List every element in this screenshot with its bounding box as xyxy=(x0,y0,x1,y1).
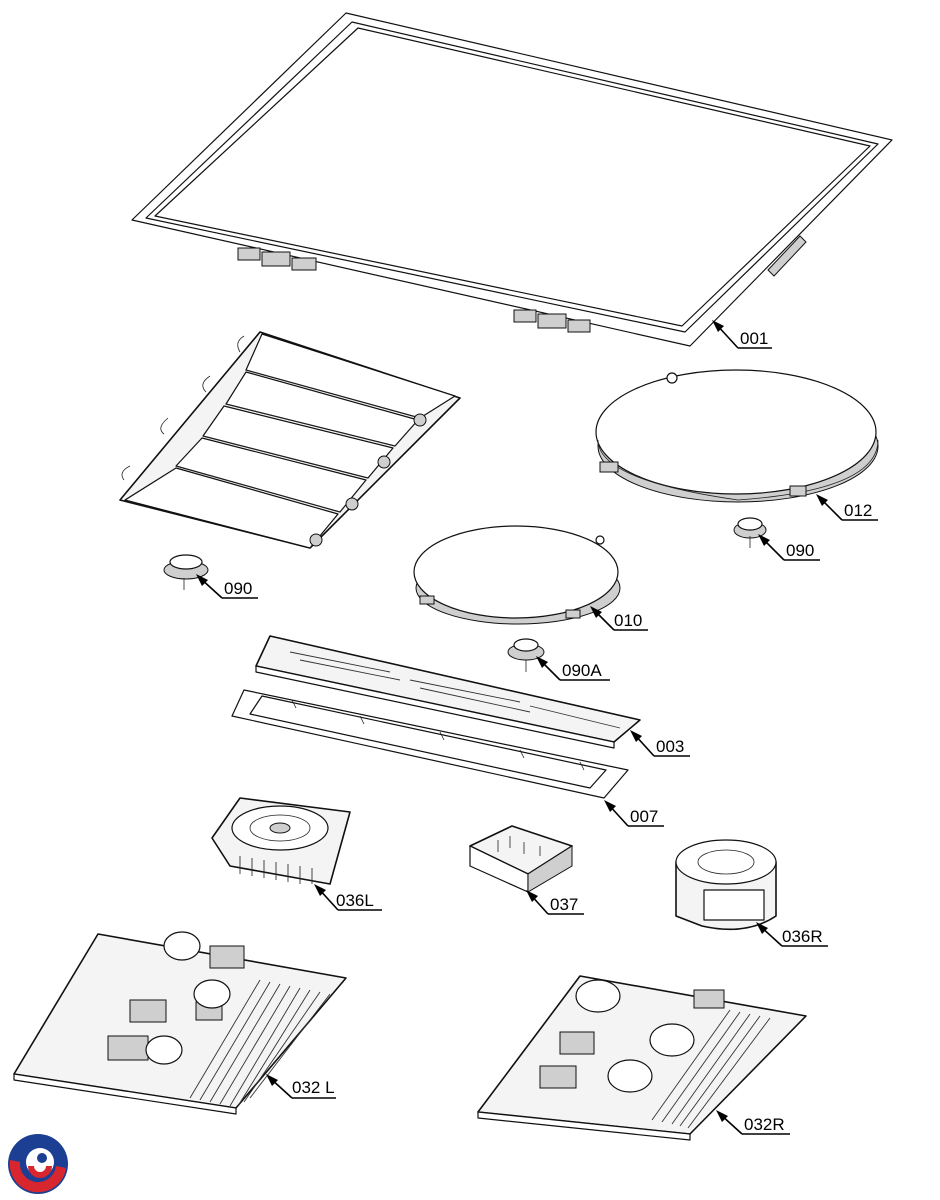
callout-032L: 032 L xyxy=(266,1074,336,1099)
glass-frame-part xyxy=(131,12,893,347)
large-coil-part xyxy=(595,369,879,503)
callout-010: 010 xyxy=(590,606,648,631)
medium-coil-part xyxy=(413,525,621,625)
right-fan-part xyxy=(675,839,777,931)
board-frame-part xyxy=(231,689,629,799)
callout-032R: 032R xyxy=(716,1110,790,1135)
brand-logo xyxy=(8,1134,68,1194)
label-090-left: 090 xyxy=(224,579,252,598)
label-003: 003 xyxy=(656,737,684,756)
label-032R: 032R xyxy=(744,1115,785,1134)
label-036L: 036L xyxy=(336,891,374,910)
label-036R: 036R xyxy=(782,927,823,946)
callout-012: 012 xyxy=(816,494,878,521)
center-sensor-part xyxy=(507,638,545,672)
label-012: 012 xyxy=(844,501,872,520)
callout-036R: 036R xyxy=(756,922,828,947)
callout-001: 001 xyxy=(712,320,772,349)
left-fan-part xyxy=(211,797,351,885)
callout-090-left: 090 xyxy=(196,574,258,599)
label-090A: 090A xyxy=(562,661,602,680)
right-pcb-part xyxy=(477,975,807,1141)
callout-036L: 036L xyxy=(314,884,382,911)
label-032L: 032 L xyxy=(292,1078,335,1097)
label-037: 037 xyxy=(550,895,578,914)
callout-003: 003 xyxy=(630,730,690,757)
callout-007: 007 xyxy=(604,800,664,827)
label-090-right: 090 xyxy=(786,541,814,560)
label-007: 007 xyxy=(630,807,658,826)
label-001: 001 xyxy=(740,329,768,348)
callout-037: 037 xyxy=(526,890,584,915)
right-sensor-part xyxy=(733,517,767,548)
coil-block-part xyxy=(119,331,461,549)
callout-090-right: 090 xyxy=(758,534,820,561)
control-board-part xyxy=(255,635,641,749)
left-pcb-part xyxy=(13,931,347,1115)
callout-090A: 090A xyxy=(536,656,610,681)
label-010: 010 xyxy=(614,611,642,630)
filter-block-part xyxy=(469,825,573,893)
